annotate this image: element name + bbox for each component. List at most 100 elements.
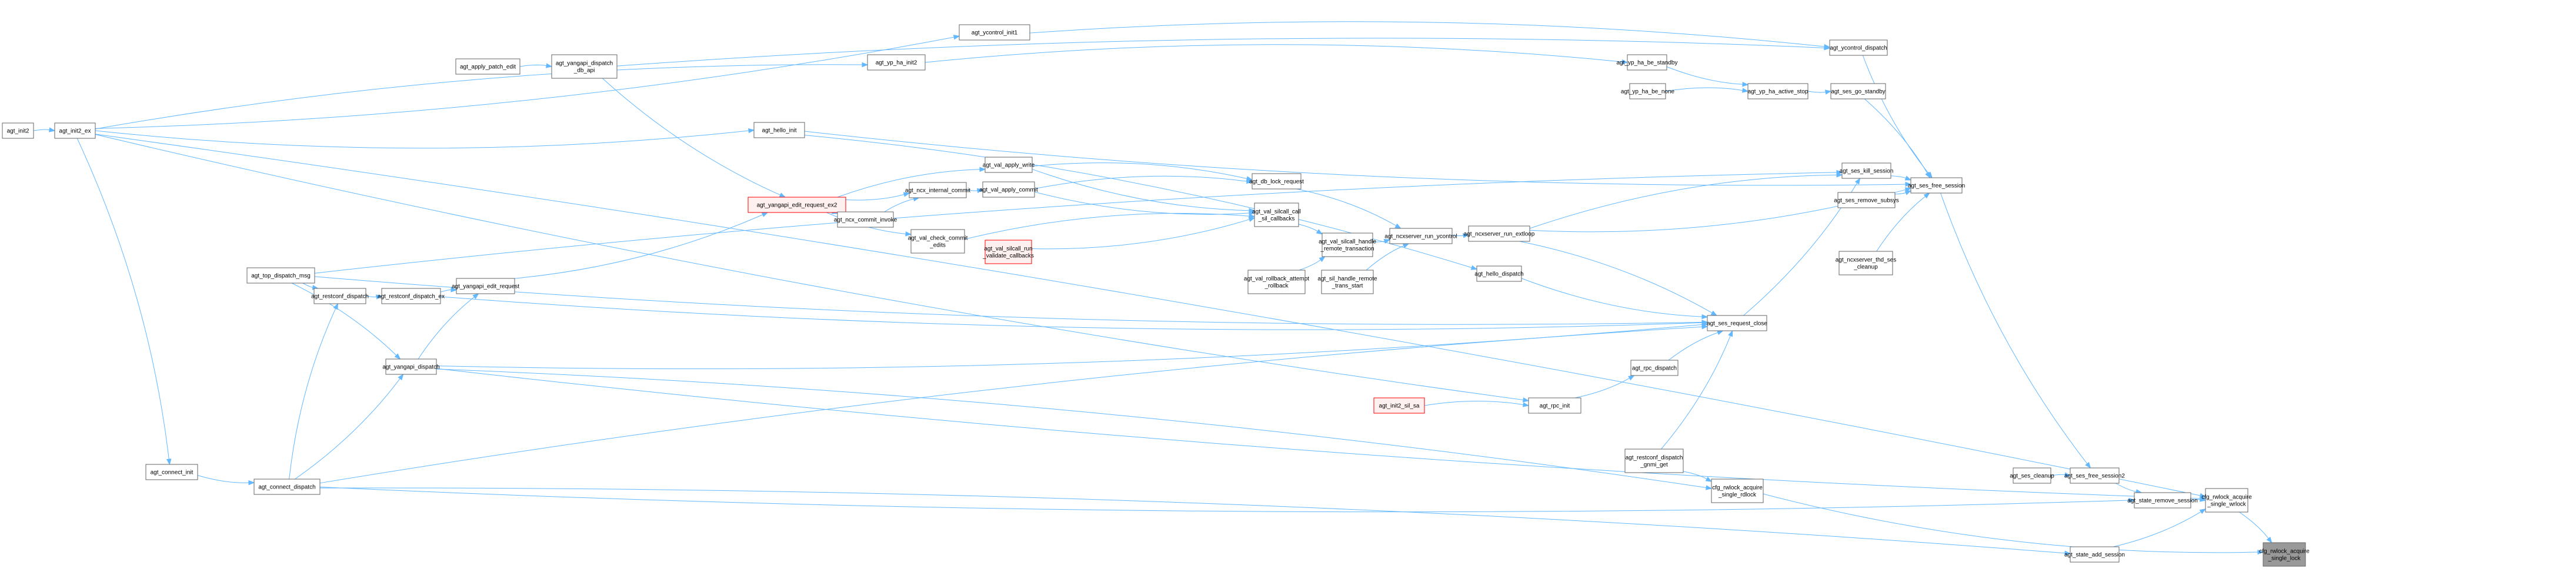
node-box xyxy=(1629,83,1666,99)
node-box xyxy=(985,157,1033,173)
arrowhead-icon xyxy=(1462,233,1470,238)
node-agt-restconf-dispatch-gnmi-get[interactable]: agt_restconf_dispatch_gnmi_get xyxy=(1624,449,1684,473)
node-agt-ses-request-close[interactable]: agt_ses_request_close xyxy=(1707,315,1767,331)
node-label: _gnmi_get xyxy=(1640,462,1668,469)
edge-line xyxy=(319,326,1703,484)
arrowhead-icon xyxy=(2085,461,2091,469)
node-box xyxy=(753,122,805,138)
node-label: agt_top_dispatch_msg xyxy=(251,273,311,280)
node-label: agt_ycontrol_init1 xyxy=(972,30,1018,36)
node-agt-state-add-session[interactable]: agt_state_add_session xyxy=(2064,546,2125,563)
node-agt-ycontrol-init1[interactable]: agt_ycontrol_init1 xyxy=(959,24,1030,41)
node-agt-yp-ha-init2[interactable]: agt_yp_ha_init2 xyxy=(867,54,926,71)
node-agt-ses-free-session2[interactable]: agt_ses_free_session2 xyxy=(2064,467,2125,484)
arrowhead-icon xyxy=(451,287,458,293)
edge-agt-init2-ex-to-agt-connect-init xyxy=(76,138,172,466)
node-agt-val-check-commit-edits[interactable]: agt_val_check_commit_edits xyxy=(908,229,968,254)
node-box xyxy=(1627,54,1667,71)
node-agt-val-silcall-call-sil-callbacks[interactable]: agt_val_silcall_call_sil_callbacks xyxy=(1252,202,1301,227)
node-box xyxy=(1528,397,1581,414)
node-cfg-rwlock-acquire-single-wrlock[interactable]: cfg_rwlock_acquire_single_wrlock xyxy=(2201,488,2252,513)
node-agt-ses-remove-subsys[interactable]: agt_ses_remove_subsys xyxy=(1834,192,1899,208)
node-agt-ncx-internal-commit[interactable]: agt_ncx_internal_commit xyxy=(905,182,970,198)
node-agt-yangapi-dispatch[interactable]: agt_yangapi_dispatch xyxy=(382,358,440,375)
node-label: agt_ses_cleanup xyxy=(2010,473,2054,480)
node-agt-connect-dispatch[interactable]: agt_connect_dispatch xyxy=(253,479,321,495)
edge-agt-ncx-commit-invoke-to-agt-ncx-internal-commit xyxy=(884,197,920,212)
node-agt-yangapi-edit-request-ex2[interactable]: agt_yangapi_edit_request_ex2 xyxy=(748,197,846,213)
node-agt-ncxserver-thd-ses-cleanup[interactable]: agt_ncxserver_thd_ses_cleanup xyxy=(1836,251,1896,275)
node-label: _single_wrlock xyxy=(2207,501,2247,508)
node-agt-apply-patch-edit[interactable]: agt_apply_patch_edit xyxy=(455,58,520,75)
edge-agt-val-apply-commit-to-agt-val-silcall-call-sil-callbacks xyxy=(1034,191,1256,216)
edge-agt-init2-to-agt-init2-ex xyxy=(33,127,56,132)
node-agt-yp-ha-be-standby[interactable]: agt_yp_ha_be_standby xyxy=(1617,54,1678,71)
node-label: agt_rpc_init xyxy=(1540,403,1570,410)
edge-agt-ses-kill-session-to-agt-ses-free-session xyxy=(1890,175,1912,181)
edge-line xyxy=(884,198,914,212)
node-box xyxy=(982,181,1035,198)
node-agt-val-silcall-run-validate-callbacks[interactable]: agt_val_silcall_run_validate_callbacks xyxy=(982,240,1034,264)
arrowhead-icon xyxy=(2128,497,2135,503)
edge-line xyxy=(1890,175,1906,179)
node-cfg-rwlock-acquire-single-lock[interactable]: cfg_rwlock_acquire_single_lock xyxy=(2259,542,2310,567)
node-agt-ncxserver-run-ycontrol[interactable]: agt_ncxserver_run_ycontrol xyxy=(1384,228,1457,244)
node-agt-rpc-dispatch[interactable]: agt_rpc_dispatch xyxy=(1630,360,1679,376)
arrowhead-icon xyxy=(1836,172,1843,178)
node-agt-val-apply-commit[interactable]: agt_val_apply_commit xyxy=(979,181,1038,198)
node-label: agt_ses_kill_session xyxy=(1840,168,1894,175)
node-agt-top-dispatch-msg[interactable]: agt_top_dispatch_msg xyxy=(246,267,315,284)
edge-cfg-rwlock-acquire-single-rdlock-to-cfg-rwlock-acquire-single-lock xyxy=(1763,493,2264,555)
edge-line xyxy=(616,38,1825,67)
edge-line xyxy=(319,486,2130,513)
edge-agt-init2-ex-to-cfg-rwlock-acquire-single-wrlock xyxy=(95,134,2207,499)
node-agt-ycontrol-dispatch[interactable]: agt_ycontrol_dispatch xyxy=(1829,39,1888,56)
node-agt-hello-dispatch[interactable]: agt_hello_dispatch xyxy=(1474,265,1524,282)
node-agt-val-rollback-attempt-rollback[interactable]: agt_val_rollback_attempt_rollback xyxy=(1244,270,1309,294)
edge-agt-ses-go-standby-to-agt-ses-free-session xyxy=(1864,98,1931,179)
node-agt-restconf-dispatch[interactable]: agt_restconf_dispatch xyxy=(311,288,369,304)
node-agt-init2-sil-sa[interactable]: agt_init2_sil_sa xyxy=(1373,397,1425,414)
node-agt-ses-free-session[interactable]: agt_ses_free_session xyxy=(1908,177,1965,194)
node-agt-ses-cleanup[interactable]: agt_ses_cleanup xyxy=(2010,467,2054,484)
node-agt-rpc-init[interactable]: agt_rpc_init xyxy=(1528,397,1581,414)
node-agt-yp-ha-be-none[interactable]: agt_yp_ha_be_none xyxy=(1621,83,1675,99)
arrowhead-icon xyxy=(2064,472,2071,477)
edge-agt-init2-ex-to-agt-hello-init xyxy=(95,128,755,149)
node-agt-yp-ha-active-stop[interactable]: agt_yp_ha_active_stop xyxy=(1747,83,1808,99)
edge-agt-ycontrol-init1-to-agt-ycontrol-dispatch xyxy=(1029,21,1831,49)
node-agt-db-lock-request[interactable]: agt_db_lock_request xyxy=(1249,173,1304,190)
node-agt-ncxserver-run-extloop[interactable]: agt_ncxserver_run_extloop xyxy=(1464,225,1535,242)
node-agt-init2[interactable]: agt_init2 xyxy=(2,122,34,139)
edge-agt-connect-dispatch-to-agt-restconf-dispatch xyxy=(289,303,338,480)
edge-line xyxy=(925,44,1623,63)
edge-agt-yp-ha-be-none-to-agt-yp-ha-active-stop xyxy=(1665,87,1749,93)
edge-agt-ses-free-session2-to-agt-state-remove-session xyxy=(2115,483,2143,494)
node-agt-yangapi-dispatch-db-api[interactable]: agt_yangapi_dispatch_db_api xyxy=(551,54,618,79)
node-agt-hello-init[interactable]: agt_hello_init xyxy=(753,122,805,138)
edge-line xyxy=(76,138,169,460)
node-agt-ses-go-standby[interactable]: agt_ses_go_standby xyxy=(1830,83,1886,99)
node-label: agt_yangapi_edit_request xyxy=(452,284,519,290)
node-agt-yangapi-edit-request[interactable]: agt_yangapi_edit_request xyxy=(452,278,519,294)
node-agt-restconf-dispatch-ex[interactable]: agt_restconf_dispatch_ex xyxy=(378,288,445,304)
arrowhead-icon xyxy=(1923,192,1930,199)
node-agt-val-apply-write[interactable]: agt_val_apply_write xyxy=(983,157,1035,173)
node-agt-sil-handle-remote-trans-start[interactable]: agt_sil_handle_remote_trans_start xyxy=(1317,270,1377,294)
node-agt-val-silcall-handle-remote-transaction[interactable]: agt_val_silcall_handle_remote_transactio… xyxy=(1319,232,1376,257)
node-agt-ncx-commit-invoke[interactable]: agt_ncx_commit_invoke xyxy=(834,211,897,228)
edge-agt-hello-dispatch-to-agt-ses-request-close xyxy=(1521,278,1709,320)
edge-line xyxy=(365,295,377,298)
node-agt-connect-init[interactable]: agt_connect_init xyxy=(145,464,198,480)
node-box xyxy=(1254,202,1299,227)
edge-agt-top-dispatch-msg-to-agt-ses-request-close xyxy=(314,276,1709,325)
edge-agt-ses-remove-subsys-to-agt-ses-free-session xyxy=(1894,190,1912,195)
node-agt-init2-ex[interactable]: agt_init2_ex xyxy=(54,122,96,139)
node-cfg-rwlock-acquire-single-rdlock[interactable]: cfg_rwlock_acquire_single_rdlock xyxy=(1711,479,1764,503)
node-box xyxy=(2134,492,2191,509)
node-label: agt_yangapi_edit_request_ex2 xyxy=(757,202,837,209)
node-agt-ses-kill-session[interactable]: agt_ses_kill_session xyxy=(1840,162,1894,179)
node-box xyxy=(381,288,441,304)
arrowhead-icon xyxy=(1742,81,1749,87)
node-agt-state-remove-session[interactable]: agt_state_remove_session xyxy=(2127,492,2198,509)
